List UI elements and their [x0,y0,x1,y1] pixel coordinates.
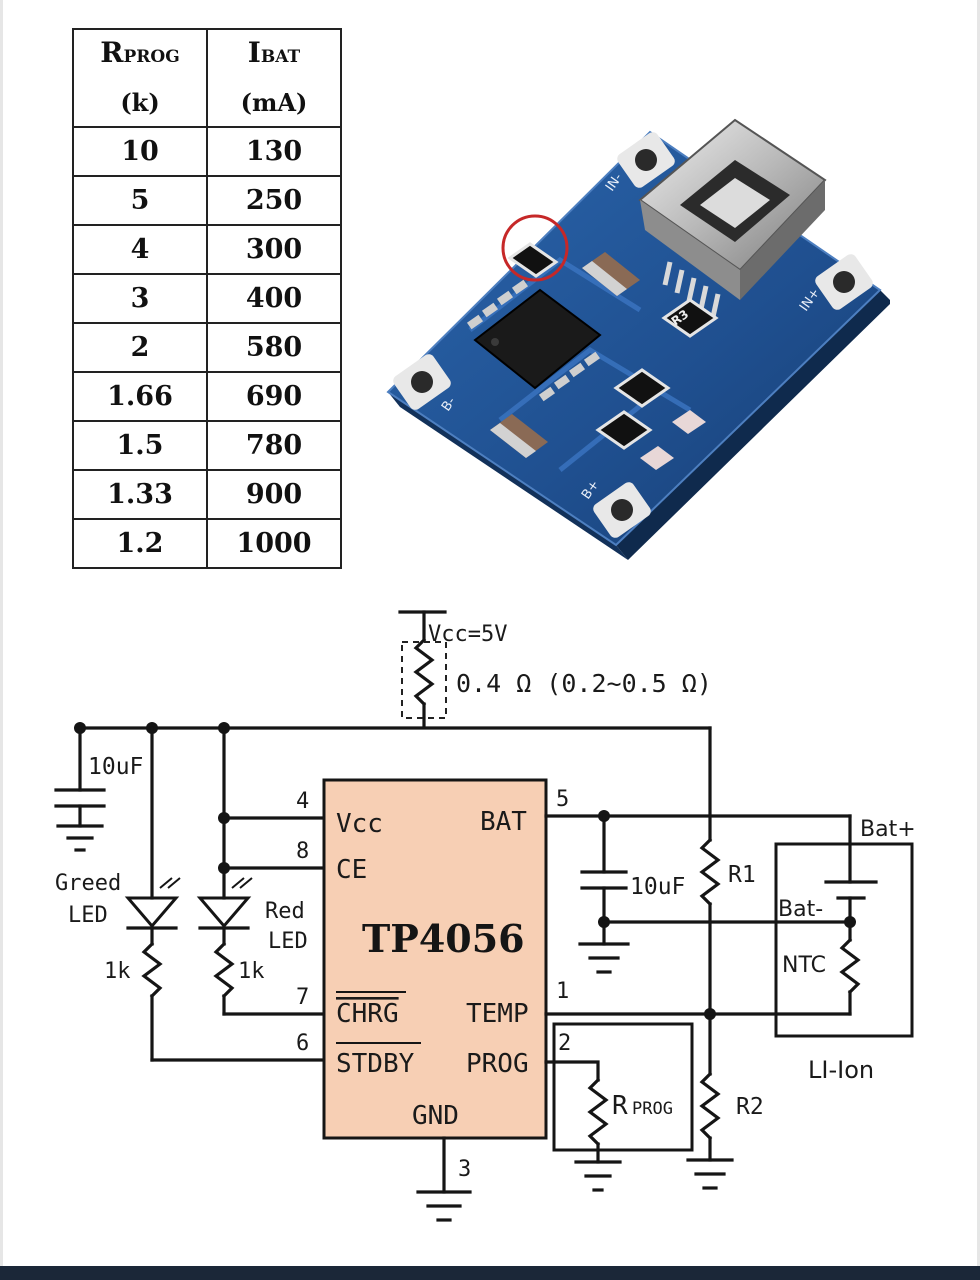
cell-ibat: 130 [206,126,342,177]
header-rprog: RPROG (k) [72,28,208,128]
bat-plus-label: Bat+ [860,817,916,842]
red-led-label-1: Red [265,899,305,924]
pin-chrg-label: CHRG [336,999,399,1029]
pin-num-gnd: 3 [458,1157,471,1182]
rprog-label-cap: R [612,1091,628,1121]
chip-ground [416,1136,472,1222]
pin-prog-label: PROG [466,1049,529,1079]
cap-in-label: 10uF [88,754,143,780]
pcb-edge-right [616,290,890,560]
cell-ibat: 900 [206,469,342,520]
tp4056-board-illustration: IN+ IN- B- B+ R3 [386,118,890,560]
cell-ibat: 1000 [206,518,342,569]
mini-usb-connector [638,118,827,318]
green-led-label-2: LED [68,903,108,928]
pin-temp-label: TEMP [466,999,529,1029]
red-led-label-2: LED [268,929,308,954]
pin-gnd-label: GND [412,1101,459,1131]
vcc-label: Vcc=5V [428,622,507,647]
pin-num-bat: 5 [556,787,569,812]
leds [640,410,706,470]
cell-rprog: 1.2 [72,518,208,569]
tp4056-ic: Vcc CE CHRG STDBY BAT TEMP PROG GND TP40… [296,778,571,1182]
header-ibat-cap: I [247,36,261,69]
header-rprog-cap: R [100,36,124,69]
pin-num-temp: 1 [556,979,569,1004]
r1-label: R1 [728,862,756,888]
bat-minus-label: Bat- [778,897,823,922]
cell-ibat: 780 [206,420,342,471]
capacitors [490,252,640,458]
red-led-branch: Red LED 1k [196,726,326,1016]
cap-bat-label: 10uF [630,874,685,900]
pin-stdby-label: STDBY [336,1049,415,1079]
pin-num-vcc: 4 [296,789,309,814]
green-res-label: 1k [104,959,131,984]
cell-rprog: 10 [72,126,208,177]
red-res-label: 1k [238,959,265,984]
cell-rprog: 3 [72,273,208,324]
mounting-holes [393,132,873,538]
pin-vcc-label: Vcc [336,809,383,839]
cell-ibat: 250 [206,175,342,226]
chip-name: TP4056 [362,916,525,961]
rprog-label-sub: PROG [632,1099,673,1119]
table-header-row: RPROG (k) IBAT (mA) [72,28,342,128]
cell-rprog: 1.5 [72,420,208,471]
header-ibat-sub: BAT [260,47,301,67]
pin-num-chrg: 7 [296,985,309,1010]
green-led-branch: Greed LED 1k [55,726,326,1062]
input-capacitor: 10uF [54,726,143,852]
pin-num-prog: 2 [558,1031,571,1056]
header-rprog-sub: PROG [123,47,180,67]
header-ibat-unit: (mA) [240,88,308,117]
temp-divider: R1 R2 [544,726,852,1190]
sense-resistor-label: 0.4 Ω (0.2~0.5 Ω) [456,669,712,698]
cell-rprog: 2 [72,322,208,373]
highlight-circle [501,214,569,282]
li-ion-battery-pack: Bat+ Bat- NTC LI-Ion [774,814,916,1084]
cell-rprog: 4 [72,224,208,275]
r2-label: R2 [736,1094,764,1120]
bottom-bar [0,1266,980,1280]
tp4056-schematic: Vcc=5V 0.4 Ω (0.2~0.5 Ω) 10uF Greed LED … [54,610,916,1222]
li-ion-label: LI-Ion [808,1056,874,1084]
tp4056-chip [466,279,602,402]
sense-resistor-box [401,641,447,719]
pin-bat-label: BAT [480,807,527,837]
vcc-supply: Vcc=5V 0.4 Ω (0.2~0.5 Ω) [398,610,712,729]
cell-ibat: 690 [206,371,342,422]
smd-resistors [507,242,719,450]
cell-rprog: 1.33 [72,469,208,520]
cell-ibat: 400 [206,273,342,324]
green-led-label-1: Greed [55,871,121,896]
ntc-label: NTC [782,953,826,978]
header-rprog-unit: (k) [120,88,160,117]
pcb-edge [388,392,628,560]
pin-ce-label: CE [336,855,367,885]
cell-rprog: 1.66 [72,371,208,422]
cell-rprog: 5 [72,175,208,226]
rprog-resistor: R PROG [544,1022,694,1192]
bat-net: 10uF [544,810,852,974]
cell-ibat: 580 [206,322,342,373]
header-ibat: IBAT (mA) [206,28,342,128]
pin-num-stdby: 6 [296,1031,309,1056]
cell-ibat: 300 [206,224,342,275]
pin-num-ce: 8 [296,839,309,864]
